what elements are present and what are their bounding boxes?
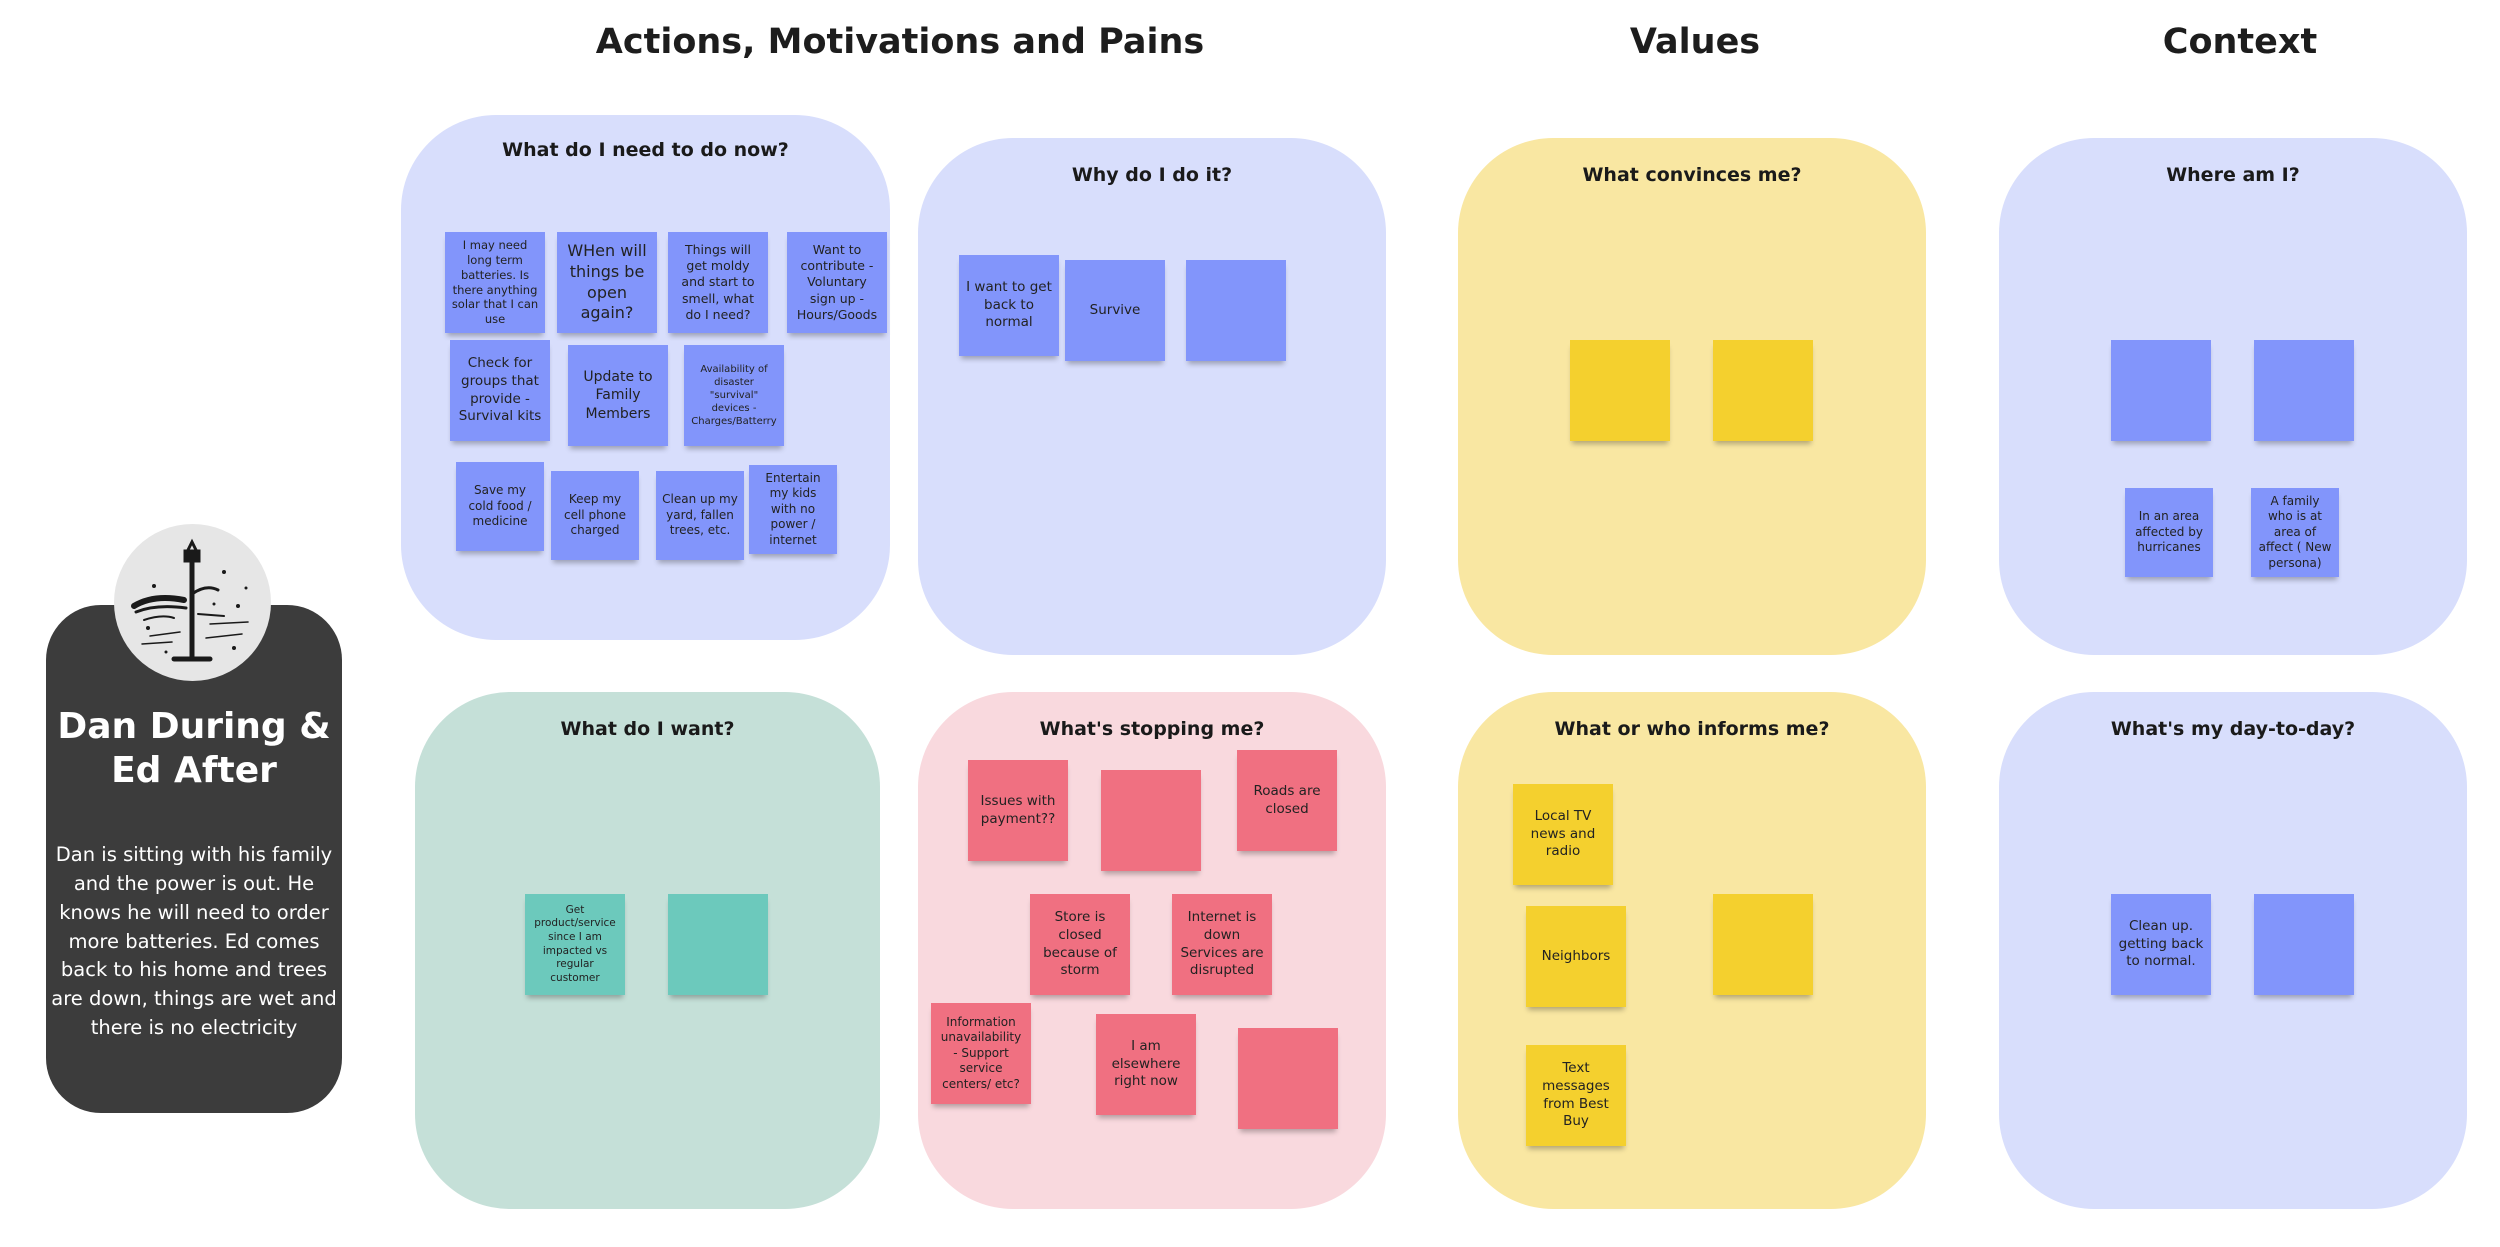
sticky-note[interactable]: Information unavailability - Support ser… xyxy=(931,1003,1031,1104)
sticky-note[interactable]: Entertain my kids with no power / intern… xyxy=(749,465,837,554)
section-title: What's stopping me? xyxy=(1039,718,1265,740)
sticky-note[interactable] xyxy=(668,894,768,995)
sticky-note[interactable]: Get product/service since I am impacted … xyxy=(525,894,625,995)
sticky-note[interactable] xyxy=(1186,260,1286,361)
sticky-note[interactable]: I am elsewhere right now xyxy=(1096,1014,1196,1115)
persona-description: Dan is sitting with his family and the p… xyxy=(51,843,337,1040)
sticky-note[interactable]: Check for groups that provide - Survival… xyxy=(450,340,550,441)
sticky-note[interactable] xyxy=(1101,770,1201,871)
sticky-note[interactable] xyxy=(1570,340,1670,441)
section-why[interactable]: Why do I do it? I want to get back to no… xyxy=(918,138,1386,655)
section-title: What do I want? xyxy=(560,718,735,740)
section-want[interactable]: What do I want? Get product/service sinc… xyxy=(415,692,880,1209)
section-where[interactable]: Where am I? In an area affected by hurri… xyxy=(1999,138,2467,655)
sticky-note[interactable]: Roads are closed xyxy=(1237,750,1337,851)
sticky-note[interactable]: Things will get moldy and start to smell… xyxy=(668,232,768,333)
section-day-to-day[interactable]: What's my day-to-day? Clean up. getting … xyxy=(1999,692,2467,1209)
heading-context: Context xyxy=(2162,22,2318,62)
heading-values: Values xyxy=(1629,22,1761,62)
sticky-note[interactable]: Keep my cell phone charged xyxy=(551,471,639,560)
section-title: Where am I? xyxy=(2166,164,2300,186)
sticky-note[interactable]: Clean up. getting back to normal. xyxy=(2111,894,2211,995)
sticky-note[interactable]: Clean up my yard, fallen trees, etc. xyxy=(656,471,744,560)
sticky-note[interactable]: Internet is down Services are disrupted xyxy=(1172,894,1272,995)
section-title: What convinces me? xyxy=(1582,164,1802,186)
persona-name: Dan During & Ed After xyxy=(57,706,331,791)
sticky-note[interactable] xyxy=(1238,1028,1338,1129)
section-title: Why do I do it? xyxy=(1071,164,1233,186)
sticky-note[interactable]: In an area affected by hurricanes xyxy=(2125,488,2213,577)
sticky-note[interactable]: Store is closed because of storm xyxy=(1030,894,1130,995)
section-title: What or who informs me? xyxy=(1554,718,1830,740)
sticky-note[interactable]: A family who is at area of affect ( New … xyxy=(2251,488,2339,577)
sticky-note[interactable]: Update to Family Members xyxy=(568,345,668,446)
persona-avatar xyxy=(114,524,271,681)
street-lamp-icon xyxy=(131,538,249,662)
section-informs[interactable]: What or who informs me? Local TV news an… xyxy=(1458,692,1926,1209)
section-stopping[interactable]: What's stopping me? Issues with payment?… xyxy=(918,692,1386,1209)
sticky-note[interactable] xyxy=(1713,340,1813,441)
persona-card[interactable]: Dan During & Ed After Dan is sitting wit… xyxy=(46,605,342,1113)
sticky-note[interactable]: Availability of disaster "survival" devi… xyxy=(684,345,784,446)
sticky-note[interactable] xyxy=(2254,894,2354,995)
sticky-note[interactable]: Issues with payment?? xyxy=(968,760,1068,861)
sticky-note[interactable]: I may need long term batteries. Is there… xyxy=(445,232,545,333)
sticky-note[interactable]: Survive xyxy=(1065,260,1165,361)
sticky-note[interactable]: Save my cold food / medicine xyxy=(456,462,544,551)
sticky-note[interactable]: WHen will things be open again? xyxy=(557,232,657,333)
sticky-note[interactable]: Local TV news and radio xyxy=(1513,784,1613,885)
sticky-note[interactable]: Text messages from Best Buy xyxy=(1526,1045,1626,1146)
heading-actions: Actions, Motivations and Pains xyxy=(595,22,1205,62)
section-title: What do I need to do now? xyxy=(502,139,789,161)
section-need-to-do[interactable]: What do I need to do now? I may need lon… xyxy=(401,115,890,640)
sticky-note[interactable] xyxy=(2254,340,2354,441)
sticky-note[interactable]: Want to contribute - Voluntary sign up -… xyxy=(787,232,887,333)
section-convinces[interactable]: What convinces me? xyxy=(1458,138,1926,655)
sticky-note[interactable] xyxy=(2111,340,2211,441)
section-title: What's my day-to-day? xyxy=(2110,718,2356,740)
sticky-note[interactable] xyxy=(1713,894,1813,995)
sticky-note[interactable]: Neighbors xyxy=(1526,906,1626,1007)
sticky-note[interactable]: I want to get back to normal xyxy=(959,255,1059,356)
